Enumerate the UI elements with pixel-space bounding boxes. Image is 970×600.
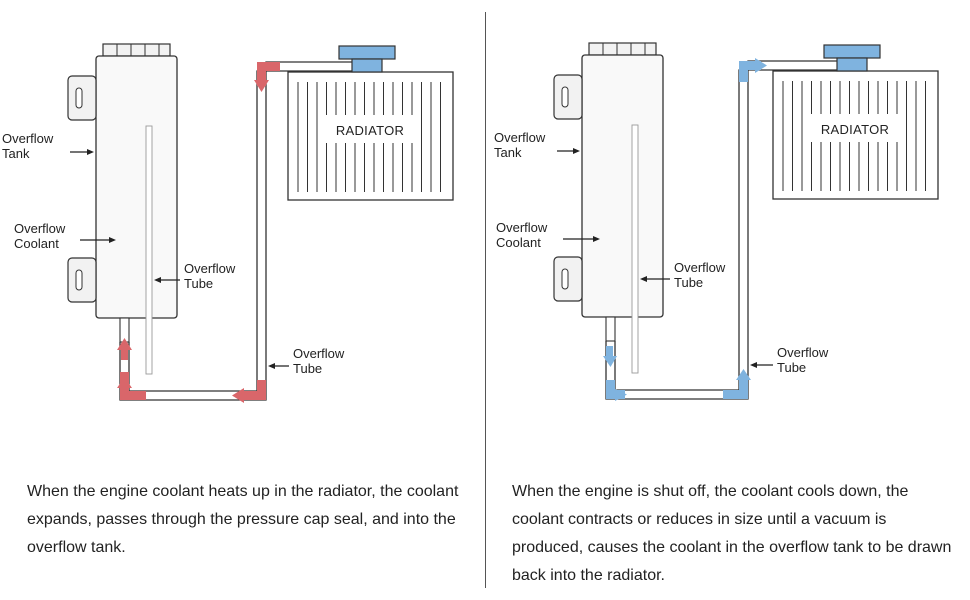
svg-text:Overflow: Overflow bbox=[777, 345, 829, 360]
svg-text:Tube: Tube bbox=[293, 361, 322, 376]
svg-text:Coolant: Coolant bbox=[496, 235, 541, 250]
svg-text:Overflow: Overflow bbox=[14, 221, 66, 236]
label-overflow-tank: Overflow Tank bbox=[494, 130, 580, 160]
panel-cooling: RADIATOR Overflow Tank Over bbox=[485, 0, 970, 600]
flow-arrows bbox=[117, 80, 269, 403]
pressure-cap bbox=[823, 44, 881, 59]
cooling-diagram: RADIATOR Overflow Tank Over bbox=[494, 42, 939, 401]
arrow-down-icon bbox=[254, 80, 269, 92]
label-overflow-tank: Overflow Tank bbox=[2, 131, 94, 161]
radiator: RADIATOR bbox=[287, 45, 454, 201]
tank-body bbox=[581, 54, 664, 318]
arrow-up-icon bbox=[117, 338, 132, 360]
pressure-cap bbox=[338, 45, 396, 60]
label-overflow-coolant: Overflow Coolant bbox=[14, 221, 116, 251]
arrow-right-icon bbox=[615, 389, 627, 401]
caption-heating: When the engine coolant heats up in the … bbox=[27, 483, 459, 556]
svg-text:Overflow: Overflow bbox=[496, 220, 548, 235]
label-overflow-tube-outer: Overflow Tube bbox=[268, 346, 345, 376]
label-overflow-tube-inner: Overflow Tube bbox=[640, 260, 726, 290]
arrow-left-icon bbox=[232, 388, 244, 403]
svg-text:Tube: Tube bbox=[777, 360, 806, 375]
svg-text:Coolant: Coolant bbox=[14, 236, 59, 251]
internal-overflow-tube bbox=[145, 125, 153, 375]
svg-text:Overflow: Overflow bbox=[293, 346, 345, 361]
tank-cap bbox=[102, 43, 171, 57]
svg-text:Tank: Tank bbox=[2, 146, 30, 161]
panel-divider bbox=[485, 12, 486, 588]
tank-body bbox=[95, 55, 178, 319]
radiator-label-bg bbox=[325, 115, 415, 143]
svg-text:Overflow: Overflow bbox=[494, 130, 546, 145]
arrow-down-icon bbox=[603, 346, 617, 367]
svg-text:Overflow: Overflow bbox=[184, 261, 236, 276]
radiator-label: RADIATOR bbox=[821, 122, 889, 137]
overflow-tank bbox=[67, 43, 178, 375]
caption-cooling: When the engine is shut off, the coolant… bbox=[512, 483, 952, 584]
radiator: RADIATOR bbox=[772, 44, 939, 200]
pressure-cap-neck bbox=[836, 57, 868, 72]
svg-text:Tube: Tube bbox=[184, 276, 213, 291]
pressure-cap-neck bbox=[351, 58, 383, 73]
overflow-tank bbox=[553, 42, 664, 374]
radiator-label-bg bbox=[810, 114, 900, 142]
arrow-up-icon bbox=[117, 377, 132, 388]
arrow-right-icon bbox=[755, 58, 767, 73]
panel-heating: RADIATOR Overflow Tank bbox=[2, 43, 459, 556]
svg-text:Overflow: Overflow bbox=[674, 260, 726, 275]
heating-diagram: RADIATOR Overflow Tank bbox=[2, 43, 454, 403]
internal-overflow-tube bbox=[631, 124, 639, 374]
svg-text:Tank: Tank bbox=[494, 145, 522, 160]
label-overflow-coolant: Overflow Coolant bbox=[496, 220, 600, 250]
tank-cap bbox=[588, 42, 657, 56]
svg-text:Overflow: Overflow bbox=[2, 131, 54, 146]
label-overflow-tube-outer: Overflow Tube bbox=[750, 345, 829, 375]
flow-arrows bbox=[603, 58, 767, 401]
label-overflow-tube-inner: Overflow Tube bbox=[154, 261, 236, 291]
arrow-up-icon bbox=[736, 369, 751, 380]
svg-text:Tube: Tube bbox=[674, 275, 703, 290]
radiator-label: RADIATOR bbox=[336, 123, 404, 138]
